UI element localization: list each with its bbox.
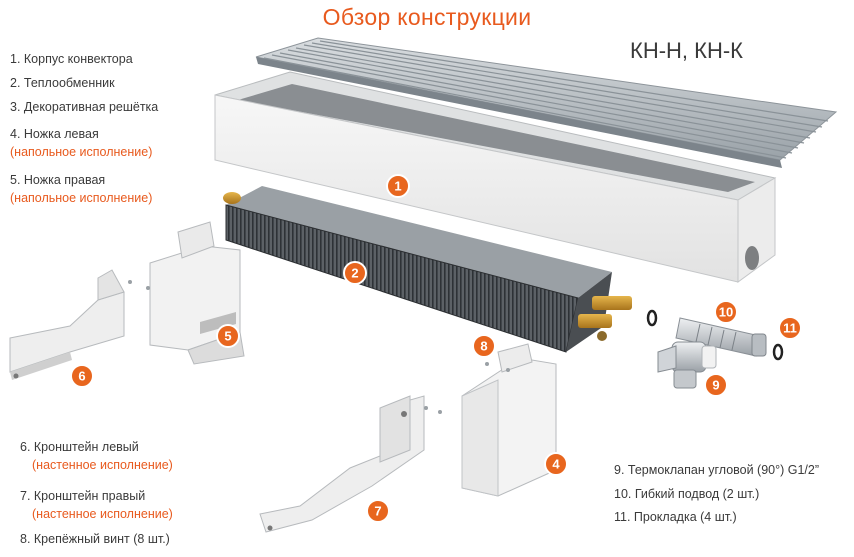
legend-note-5: (напольное исполнение) (10, 191, 153, 205)
left-leg-illustration (461, 343, 557, 497)
badge-4-label: 4 (552, 457, 560, 472)
convector-body-illustration (214, 71, 777, 283)
right-leg-illustration (149, 221, 245, 365)
badge-5-label: 5 (224, 329, 231, 344)
badge-10 (714, 300, 738, 324)
left-bracket-illustration (9, 269, 125, 380)
badge-9-label: 9 (712, 378, 719, 393)
legend-item-5: 5. Ножка правая(напольное исполнение) (10, 173, 153, 205)
badge-11-label: 11 (783, 321, 797, 336)
badge-6 (70, 364, 94, 388)
legend-item-8: 8. Крепёжный винт (8 шт.) (20, 532, 170, 546)
legend-item-2: 2. Теплообменник (10, 76, 115, 90)
badge-8-label: 8 (480, 339, 487, 354)
badge-4 (544, 452, 568, 476)
legend-item-6: 6. Кронштейн левый(настенное исполнение) (20, 440, 173, 472)
legend-item-7: 7. Кронштейн правый(настенное исполнение… (20, 489, 173, 521)
badge-2 (343, 261, 367, 285)
badge-6-label: 6 (78, 369, 85, 384)
decorative-grille-illustration (255, 37, 838, 168)
badge-5 (216, 324, 240, 348)
legend-note-7: (настенное исполнение) (32, 507, 173, 521)
screw-icon (128, 280, 510, 414)
badge-8 (472, 334, 496, 358)
badge-1 (386, 174, 410, 198)
diagram-title: Обзор конструкции (322, 4, 532, 30)
badge-1-label: 1 (394, 179, 401, 194)
legend-item-3: 3. Декоративная решётка (10, 100, 159, 114)
legend-item-11: 11. Прокладка (4 шт.) (614, 510, 737, 524)
flexible-connection-illustration (675, 317, 767, 357)
gasket-icon (646, 309, 658, 327)
legend-item-10: 10. Гибкий подвод (2 шт.) (614, 487, 760, 501)
legend-note-4: (напольное исполнение) (10, 145, 153, 159)
legend-item-9: 9. Термоклапан угловой (90°) G1/2” (614, 463, 820, 477)
thermostatic-valve-illustration (657, 341, 717, 389)
legend-item-4: 4. Ножка левая(напольное исполнение) (10, 127, 153, 159)
gasket-icon (772, 343, 784, 361)
heat-exchanger-illustration (223, 186, 632, 353)
badge-10-label: 10 (719, 305, 733, 320)
badge-11 (778, 316, 802, 340)
badge-7-label: 7 (374, 504, 381, 519)
right-bracket-illustration (259, 395, 425, 533)
badge-9 (704, 373, 728, 397)
legend-item-1: 1. Корпус конвектора (10, 52, 133, 66)
badge-2-label: 2 (351, 266, 358, 281)
model-label: КН-Н, КН-К (630, 38, 743, 63)
badge-7 (366, 499, 390, 523)
legend-note-6: (настенное исполнение) (32, 458, 173, 472)
